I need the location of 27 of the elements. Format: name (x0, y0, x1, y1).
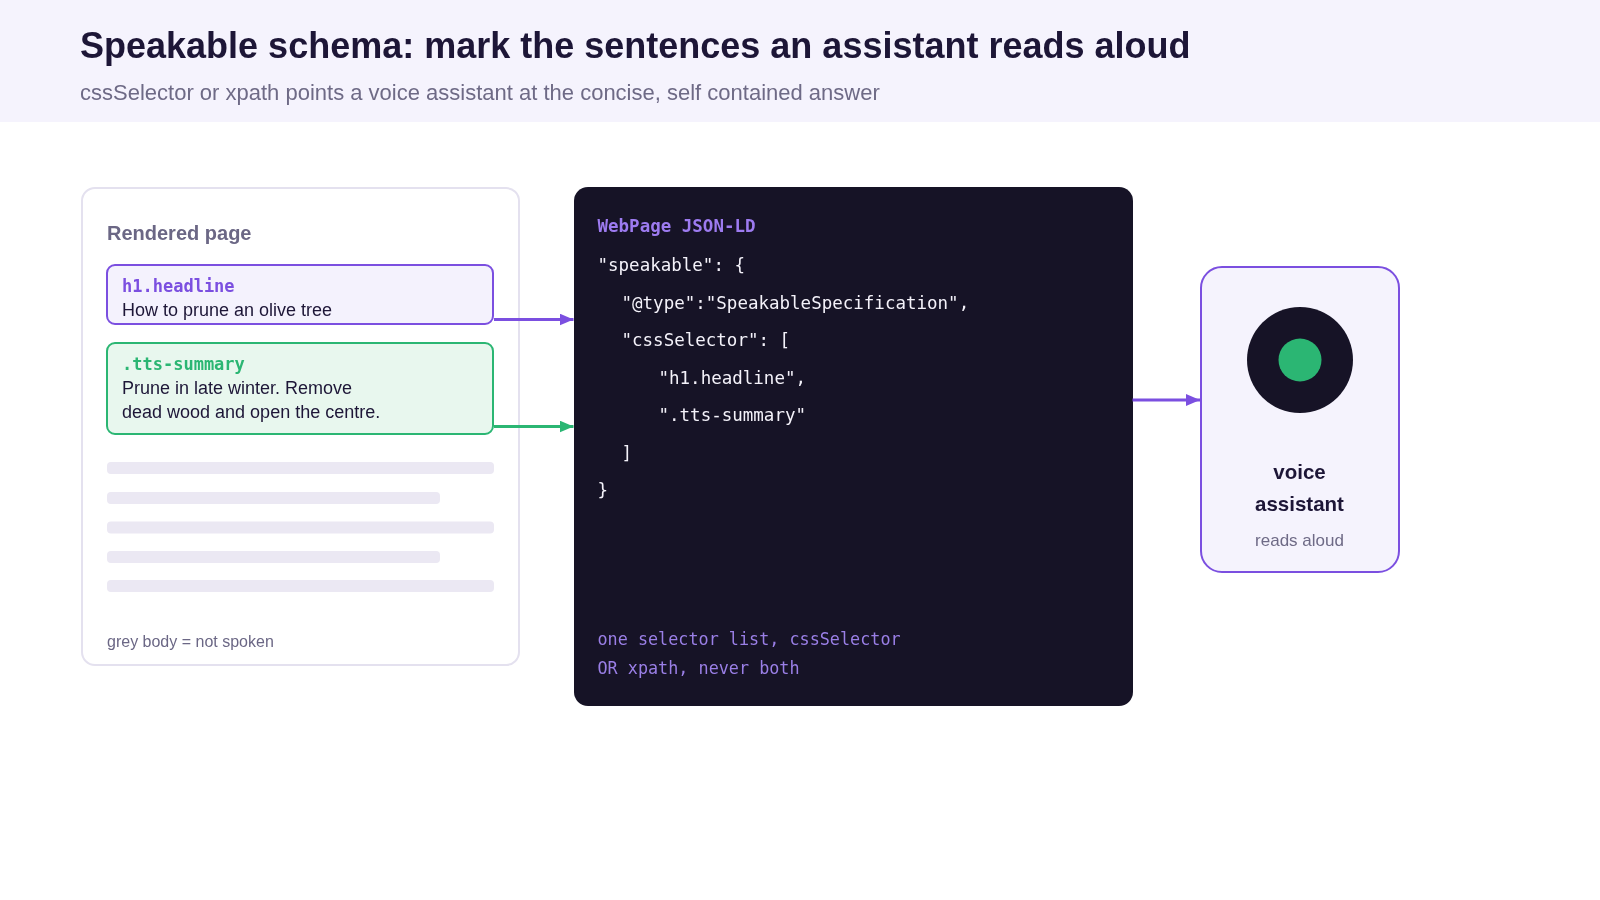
selector-box (106, 264, 494, 325)
code-line: "speakable": { (597, 254, 745, 276)
arrow (494, 313, 574, 326)
selector-box (106, 342, 494, 435)
code-line: "h1.headline", (658, 366, 806, 389)
code-line: ".tts-summary" (658, 404, 806, 426)
note-text: grey body = not spoken (107, 632, 274, 652)
page-card (81, 187, 520, 666)
code-heading: WebPage JSON-LD (597, 214, 756, 237)
note-text: one selector list, cssSelector OR xpath, never both (597, 627, 902, 680)
code-line: ] (621, 441, 633, 464)
selector-label: .tts-summary (122, 354, 245, 374)
diagram-title: Speakable schema: mark the sentences an assistant reads aloud (80, 24, 1191, 68)
code-line: "cssSelector": [ (621, 329, 791, 351)
selector-label: h1.headline (122, 276, 235, 296)
node-subtitle: reads aloud (1255, 529, 1344, 552)
code-line: } (597, 479, 609, 501)
code-panel (573, 187, 1133, 706)
body-text: How to prune an olive tree (122, 299, 334, 322)
arrow (494, 420, 574, 433)
assistant-card (1200, 266, 1400, 573)
code-line: "@type":"SpeakableSpecification", (621, 291, 970, 314)
body-text: Prune in late winter. Remove dead wood and open the centre. (122, 377, 382, 424)
section-heading: Rendered page (107, 220, 252, 245)
node-title: voice assistant (1255, 459, 1344, 517)
arrow (1132, 394, 1200, 406)
subtitle-text: cssSelector or xpath points a voice assistant at the concise, self contained answer (80, 80, 880, 106)
